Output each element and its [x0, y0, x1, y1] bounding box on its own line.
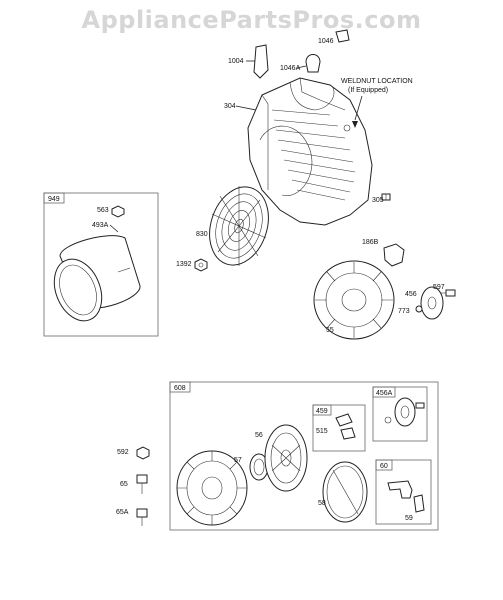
label-65: 65	[120, 481, 128, 488]
label-55: 55	[326, 327, 334, 334]
label-1046A: 1046A	[280, 65, 301, 72]
weldnut-arrow	[354, 95, 363, 121]
part-515-pawl[interactable]	[335, 413, 356, 440]
label-59: 59	[405, 515, 413, 522]
label-305: 305	[372, 197, 384, 204]
label-493A: 493A	[92, 222, 109, 229]
group-459-label: 459	[316, 408, 328, 415]
group-459-box	[312, 404, 366, 452]
part-186B-bracket[interactable]	[383, 243, 405, 267]
part-597-screw[interactable]	[441, 289, 456, 297]
label-1004: 1004	[228, 58, 244, 65]
part-305-screw[interactable]	[381, 193, 391, 201]
group-60-box	[375, 459, 432, 525]
label-1046: 1046	[318, 38, 334, 45]
label-186B: 186B	[362, 239, 379, 246]
label-773: 773	[398, 308, 410, 315]
part-1046-clip[interactable]	[335, 29, 350, 43]
label-563: 563	[97, 207, 109, 214]
part-563-nut[interactable]	[111, 205, 125, 218]
group-949-label: 949	[48, 196, 60, 203]
part-493A-screen[interactable]	[46, 235, 141, 328]
label-515: 515	[316, 428, 328, 435]
weldnut-note-line1: WELDNUT LOCATION	[341, 78, 413, 85]
blower-housing[interactable]	[247, 77, 373, 226]
part-1392-nut[interactable]	[194, 258, 208, 272]
label-830: 830	[196, 231, 208, 238]
label-57: 57	[234, 457, 242, 464]
part-58-rope[interactable]	[322, 461, 368, 523]
part-1004-bracket[interactable]	[253, 44, 269, 79]
label-58: 58	[318, 500, 326, 507]
weldnut-note-line2: (If Equipped)	[348, 87, 388, 94]
group-60-label: 60	[380, 463, 388, 470]
part-56-pulley[interactable]	[264, 424, 308, 492]
part-59-handle[interactable]	[387, 480, 425, 513]
part-456-hub[interactable]	[420, 286, 444, 320]
label-56: 56	[255, 432, 263, 439]
part-1046A-clip[interactable]	[305, 54, 321, 73]
group-456A-box	[372, 386, 428, 442]
part-592-nut[interactable]	[136, 446, 150, 460]
label-592: 592	[117, 449, 129, 456]
part-55-rewind-starter[interactable]	[313, 260, 395, 340]
label-65A: 65A	[116, 509, 129, 516]
label-1392: 1392	[176, 261, 192, 268]
group-456A-label: 456A	[376, 390, 393, 397]
label-597: 597	[433, 284, 445, 291]
group-949-box	[43, 192, 159, 337]
part-830-grill[interactable]	[200, 179, 278, 272]
part-773-washer[interactable]	[415, 305, 423, 313]
label-456: 456	[405, 291, 417, 298]
part-456A-hub[interactable]	[384, 397, 425, 427]
watermark: AppliancePartsPros.com	[81, 6, 422, 34]
label-304: 304	[224, 103, 236, 110]
group-608-box	[169, 381, 439, 531]
part-65-screw[interactable]	[136, 474, 148, 494]
group-608-label: 608	[174, 385, 186, 392]
part-65A-screw[interactable]	[136, 508, 148, 526]
part-608-starter-housing[interactable]	[176, 450, 248, 526]
